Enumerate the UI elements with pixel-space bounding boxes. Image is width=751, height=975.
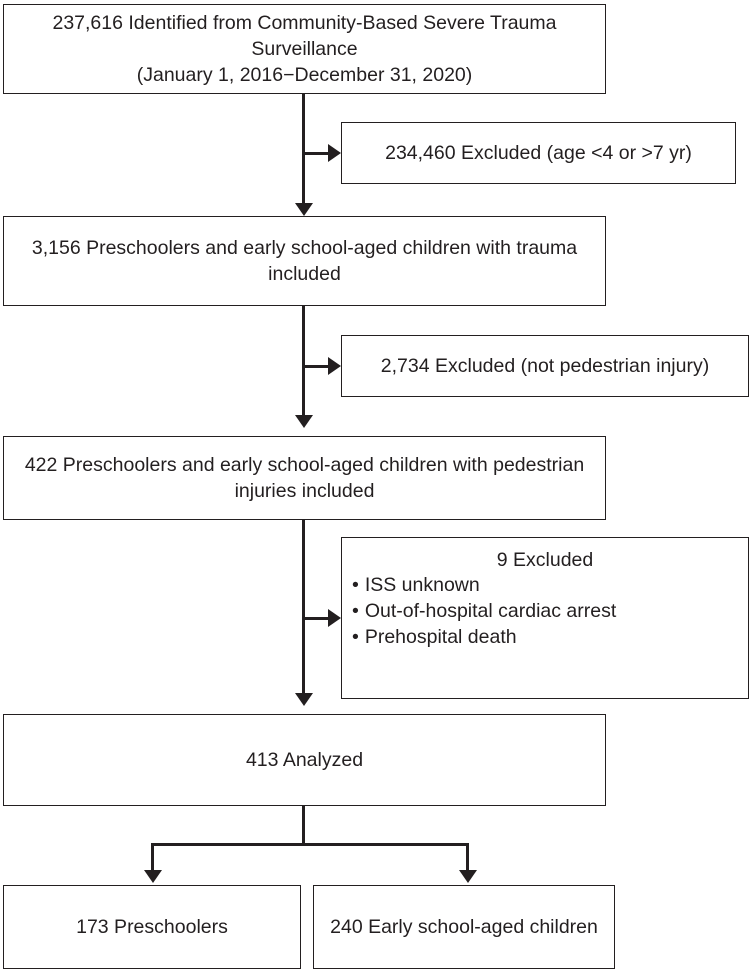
arrowhead-excluded-other bbox=[328, 609, 341, 627]
node-identified-from-surveillance: 237,616 Identified from Community-Based … bbox=[3, 4, 606, 94]
arrowhead-trauma-to-pedestrian bbox=[294, 415, 313, 428]
node-preschoolers: 173 Preschoolers bbox=[3, 885, 301, 969]
list-item: Prehospital death bbox=[352, 625, 738, 651]
arrowhead-to-school-aged bbox=[458, 870, 477, 883]
arrowhead-excluded-age bbox=[328, 144, 341, 162]
node-excluded-other-reasons: ISS unknown Out-of-hospital cardiac arre… bbox=[352, 573, 738, 650]
connector-analyzed-split-bar bbox=[151, 843, 469, 846]
connector-pedestrian-to-analyzed bbox=[302, 520, 305, 695]
node-excluded-by-age: 234,460 Excluded (age <4 or >7 yr) bbox=[341, 122, 736, 184]
node-excluded-not-pedestrian-label: 2,734 Excluded (not pedestrian injury) bbox=[380, 354, 710, 377]
arrowhead-excluded-pedestrian bbox=[328, 357, 341, 375]
node-excluded-not-pedestrian: 2,734 Excluded (not pedestrian injury) bbox=[341, 335, 749, 397]
connector-branch-excluded-pedestrian bbox=[302, 364, 330, 368]
list-item: ISS unknown bbox=[352, 573, 738, 599]
node-preschoolers-label: 173 Preschoolers bbox=[76, 915, 228, 938]
arrowhead-pedestrian-to-analyzed bbox=[294, 693, 313, 706]
arrowhead-identified-to-trauma bbox=[294, 203, 313, 216]
node-excluded-other: 9 Excluded ISS unknown Out-of-hospital c… bbox=[341, 537, 749, 699]
connector-to-school-aged bbox=[466, 843, 469, 872]
node-pedestrian-included: 422 Preschoolers and early school-aged c… bbox=[3, 436, 606, 520]
node-analyzed-label: 413 Analyzed bbox=[245, 748, 364, 771]
node-excluded-by-age-label: 234,460 Excluded (age <4 or >7 yr) bbox=[385, 141, 692, 164]
connector-identified-to-trauma bbox=[302, 94, 305, 205]
node-identified-label: 237,616 Identified from Community-Based … bbox=[52, 11, 557, 87]
node-early-school-aged-children-label: 240 Early school-aged children bbox=[330, 915, 598, 938]
connector-to-preschoolers bbox=[151, 843, 154, 872]
list-item: Out-of-hospital cardiac arrest bbox=[352, 599, 738, 625]
node-trauma-included-label: 3,156 Preschoolers and early school-aged… bbox=[31, 236, 578, 285]
node-analyzed: 413 Analyzed bbox=[3, 714, 606, 806]
arrowhead-to-preschoolers bbox=[143, 870, 162, 883]
connector-analyzed-stem bbox=[302, 806, 305, 846]
node-early-school-aged-children: 240 Early school-aged children bbox=[313, 885, 615, 969]
node-excluded-other-title: 9 Excluded bbox=[496, 549, 594, 571]
node-pedestrian-included-label: 422 Preschoolers and early school-aged c… bbox=[24, 453, 585, 502]
connector-branch-excluded-age bbox=[302, 151, 330, 155]
connector-branch-excluded-other bbox=[302, 616, 330, 620]
connector-trauma-to-pedestrian bbox=[302, 306, 305, 417]
node-trauma-included: 3,156 Preschoolers and early school-aged… bbox=[3, 216, 606, 306]
